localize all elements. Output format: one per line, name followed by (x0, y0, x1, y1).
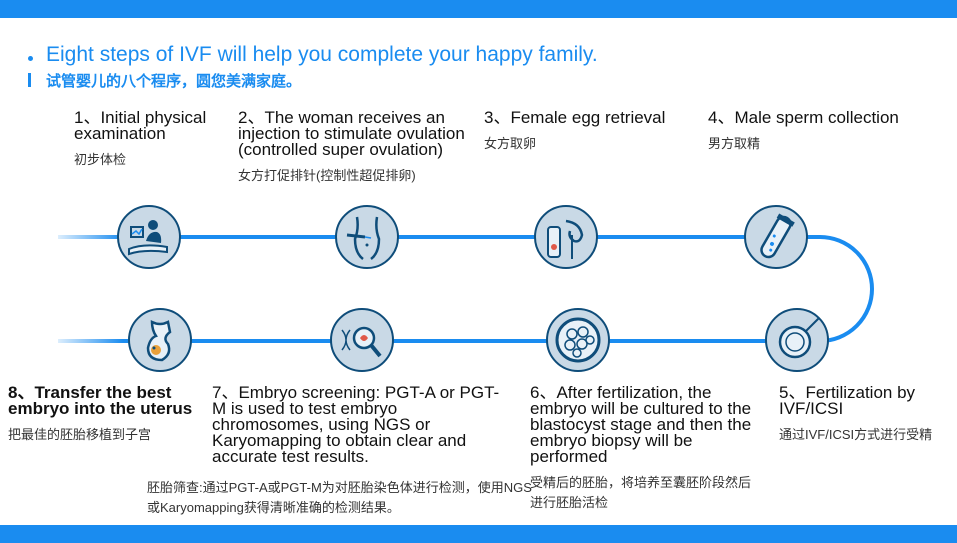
step-2-subtitle: 女方打促排针(控制性超促排卵) (238, 168, 416, 183)
step-5-subtitle: 通过IVF/ICSI方式进行受精 (779, 427, 933, 442)
egg-retrieval-icon (534, 205, 598, 269)
step-7: 7、Embryo screening: PGT-A or PGT-M is us… (212, 383, 512, 466)
step-6-title: 6、After fertilization, the embryo will b… (530, 383, 752, 466)
page-subtitle: 试管婴儿的八个程序，圆您美满家庭。 (46, 73, 302, 90)
top-accent-bar (0, 0, 957, 18)
step-8: 8、Transfer the best embryo into the uter… (8, 383, 208, 445)
step-4-subtitle: 男方取精 (708, 136, 761, 151)
step-2-title: 2、The woman receives an injection to sti… (238, 108, 465, 159)
step-6-subtitle: 受精后的胚胎，将培养至囊胚阶段然后进行胚胎活检 (530, 475, 752, 510)
uterus-transfer-icon (128, 308, 192, 372)
test-tube-icon (744, 205, 808, 269)
step-7-title: 7、Embryo screening: PGT-A or PGT-M is us… (212, 383, 500, 466)
step-4: 4、Male sperm collection 男方取精 (708, 108, 928, 154)
step-2: 2、The woman receives an injection to sti… (238, 108, 478, 186)
subtitle-bullet-bar (28, 73, 31, 87)
step-7-note: 胚胎筛查:通过PGT-A或PGT-M为对胚胎染色体进行检测，使用NGS或Kary… (147, 478, 532, 518)
step-3-title: 3、Female egg retrieval (484, 108, 666, 127)
page-title: Eight steps of IVF will help you complet… (46, 43, 598, 66)
step-3: 3、Female egg retrieval 女方取卵 (484, 108, 699, 154)
step-8-subtitle: 把最佳的胚胎移植到子宫 (8, 427, 152, 442)
step-3-subtitle: 女方取卵 (484, 136, 537, 151)
abdomen-injection-icon (335, 205, 399, 269)
step-8-title: 8、Transfer the best embryo into the uter… (8, 383, 193, 418)
bottom-accent-bar (0, 525, 957, 543)
step-1-title: 1、Initial physical examination (74, 108, 207, 143)
title-bullet-dot (28, 56, 33, 61)
step-1-subtitle: 初步体检 (74, 152, 127, 167)
step-6: 6、After fertilization, the embryo will b… (530, 383, 755, 513)
step-1: 1、Initial physical examination 初步体检 (74, 108, 229, 170)
doctor-patient-icon (117, 205, 181, 269)
dna-magnifier-icon (330, 308, 394, 372)
petri-dish-icon (765, 308, 829, 372)
step-5-title: 5、Fertilization by IVF/ICSI (779, 383, 916, 418)
blastocyst-icon (546, 308, 610, 372)
step-5: 5、Fertilization by IVF/ICSI 通过IVF/ICSI方式… (779, 383, 954, 445)
step-4-title: 4、Male sperm collection (708, 108, 899, 127)
step-7-subtitle: 胚胎筛查:通过PGT-A或PGT-M为对胚胎染色体进行检测，使用NGS或Kary… (147, 480, 532, 515)
